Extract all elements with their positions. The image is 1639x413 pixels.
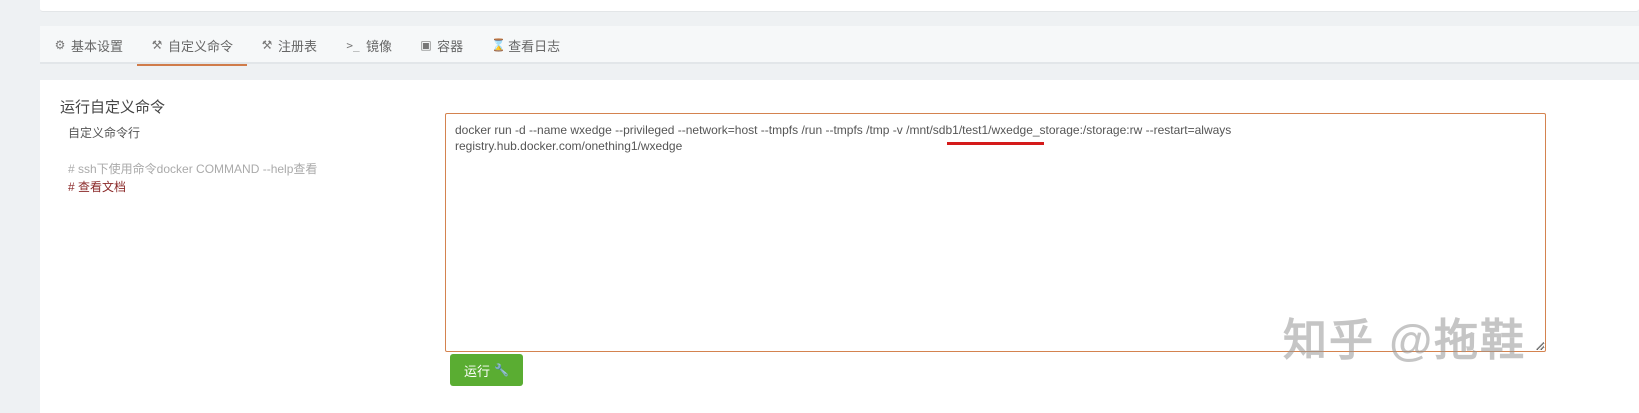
tab-images[interactable]: >_ 镜像 [331, 26, 406, 64]
tools-icon: ⚒ [151, 38, 163, 52]
wrench-icon: 🔧 [494, 363, 509, 377]
terminal-icon: >_ [346, 38, 360, 52]
tab-label: 容器 [437, 38, 464, 54]
help-hint: # ssh下使用命令docker COMMAND --help查看 [68, 162, 318, 176]
tab-custom-command[interactable]: ⚒ 自定义命令 [137, 26, 248, 66]
command-field-label: 自定义命令行 [68, 126, 141, 140]
tab-bar: ⚙ 基本设置 ⚒ 自定义命令 ⚒ 注册表 >_ 镜像 ▣ 容器 ⌛ 查看日志 [40, 26, 1639, 66]
container-icon: ▣ [420, 38, 432, 52]
tab-label: 查看日志 [508, 38, 561, 54]
tab-basic-settings[interactable]: ⚙ 基本设置 [40, 26, 137, 64]
run-button[interactable]: 运行 🔧 [450, 354, 523, 386]
resize-grip[interactable] [1536, 342, 1544, 350]
tab-label: 镜像 [366, 38, 393, 54]
section-title: 运行自定义命令 [60, 99, 166, 116]
view-docs-link[interactable]: # 查看文档 [68, 180, 127, 194]
tab-label: 注册表 [278, 38, 318, 54]
tab-registry[interactable]: ⚒ 注册表 [247, 26, 331, 64]
run-button-label: 运行 [464, 363, 491, 379]
tab-logs[interactable]: ⌛ 查看日志 [477, 26, 574, 64]
tools-icon: ⚒ [261, 38, 273, 52]
top-panel [40, 0, 1639, 12]
tab-containers[interactable]: ▣ 容器 [406, 26, 477, 64]
tab-label: 基本设置 [71, 38, 124, 54]
custom-command-panel: 运行自定义命令 自定义命令行 # ssh下使用命令docker COMMAND … [40, 80, 1639, 413]
gear-icon: ⚙ [54, 38, 66, 52]
command-textarea[interactable] [445, 113, 1546, 352]
tab-label: 自定义命令 [168, 38, 234, 54]
hourglass-icon: ⌛ [491, 38, 507, 52]
highlight-underline [947, 142, 1044, 145]
